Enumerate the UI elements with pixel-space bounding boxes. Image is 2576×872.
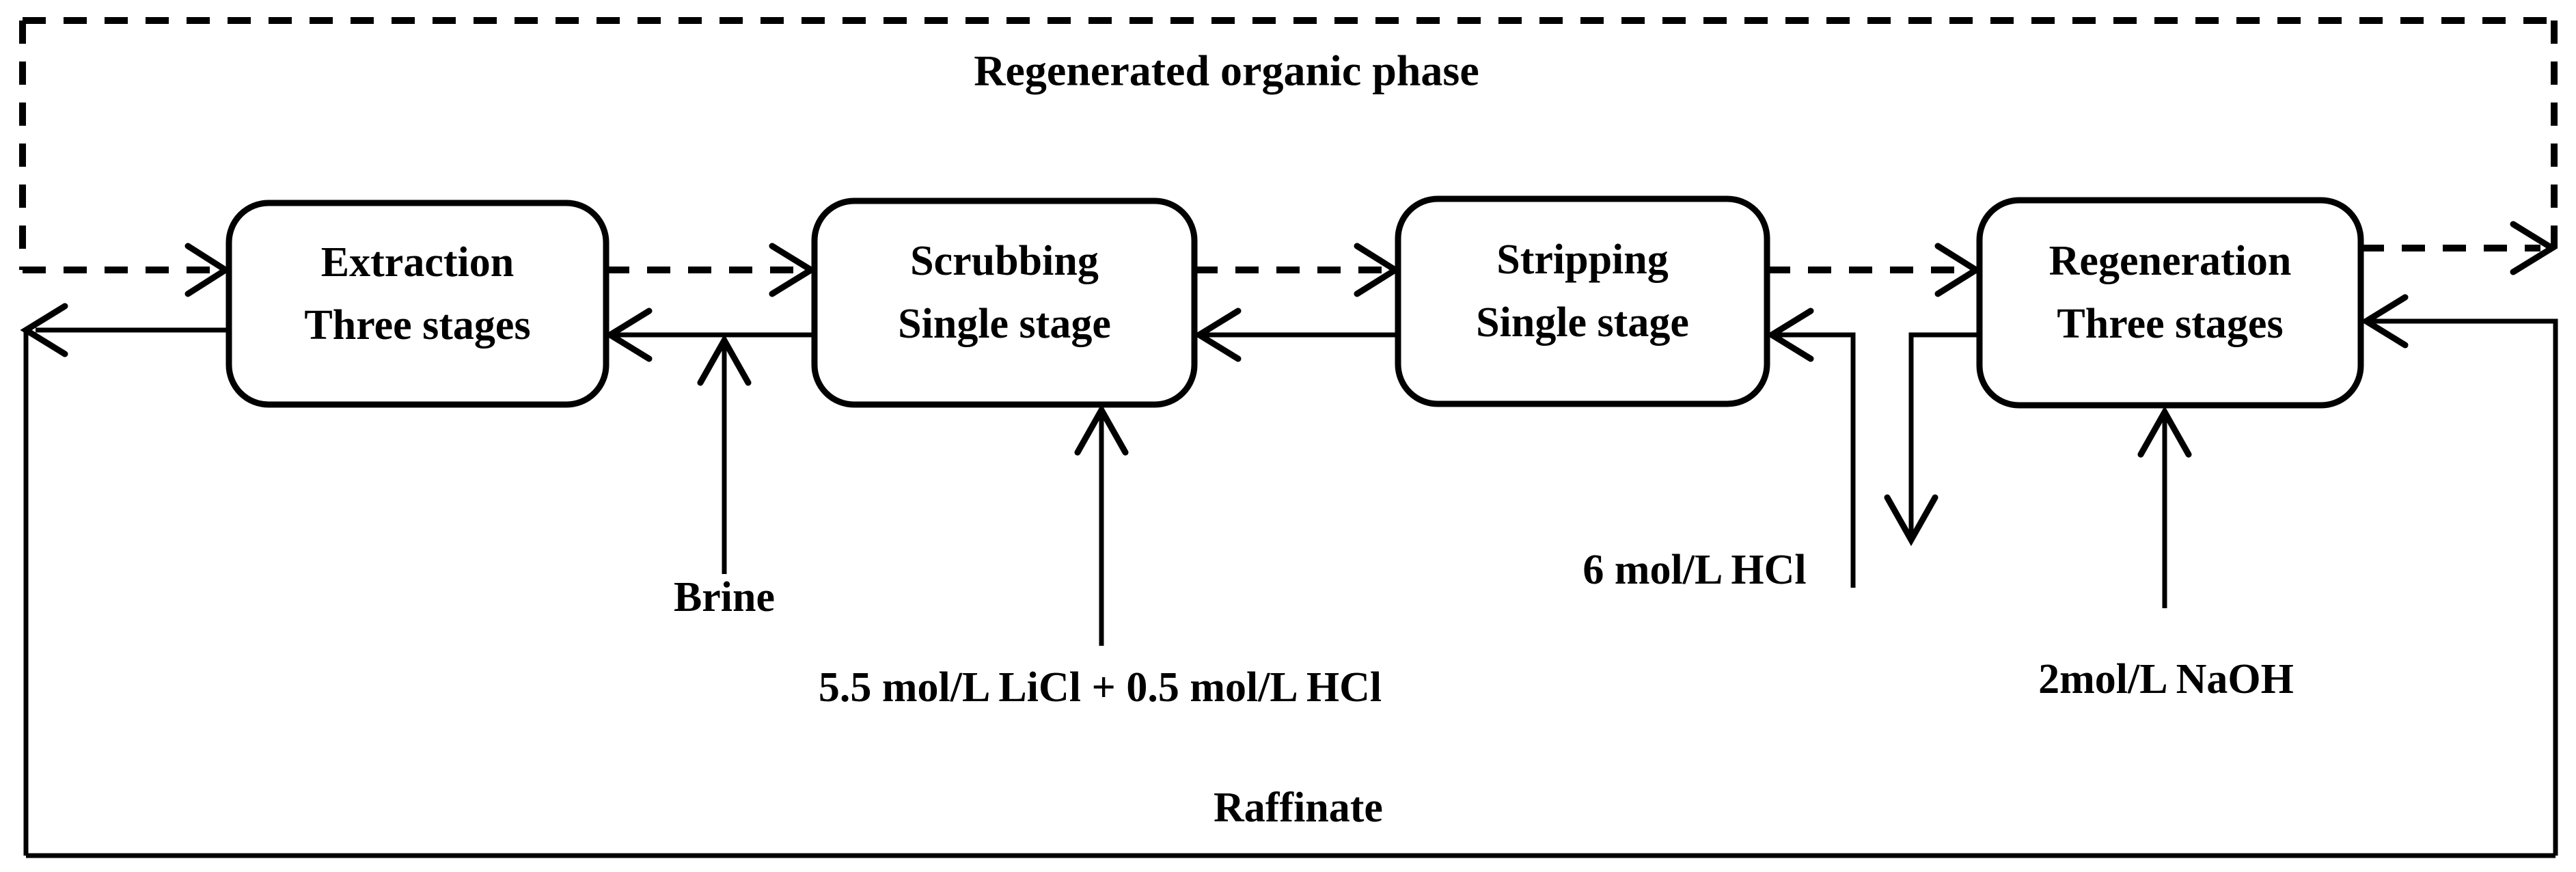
stream-labels: Brine 5.5 mol/L LiCl + 0.5 mol/L HCl 6 m… (674, 547, 2294, 831)
arrowhead-raffinate-into-regeneration-icon (2360, 294, 2409, 349)
aqueous-phase-lines (23, 318, 2558, 858)
arrowhead-stripping-to-scrubbing-icon (1193, 308, 1242, 362)
stripping-label-line2: Single stage (1476, 299, 1689, 346)
regeneration-label-line1: Regeneration (2049, 238, 2292, 284)
stream-label-raffinate: Raffinate (1214, 785, 1383, 831)
process-box-regeneration[interactable]: Regeneration Three stages (1976, 197, 2364, 409)
regeneration-label-line2: Three stages (2057, 301, 2283, 347)
process-box-scrubbing[interactable]: Scrubbing Single stage (811, 197, 1198, 408)
line-regeneration-outlet-down (1908, 332, 1979, 540)
arrowhead-into-loop-icon (2510, 221, 2558, 275)
process-box-extraction[interactable]: Extraction Three stages (225, 200, 609, 408)
line-hcl-feed-to-stripping (1777, 332, 1856, 588)
arrowhead-into-scrubbing-icon (769, 243, 817, 297)
arrowhead-licl-up-icon (1074, 403, 1129, 456)
stripping-box-shape[interactable] (1395, 195, 1770, 407)
stream-label-licl-hcl: 5.5 mol/L LiCl + 0.5 mol/L HCl (819, 664, 1382, 711)
process-box-stripping[interactable]: Stripping Single stage (1395, 195, 1770, 407)
arrowhead-into-extraction-icon (184, 243, 232, 297)
stream-label-hcl: 6 mol/L HCl (1582, 547, 1806, 593)
scrubbing-label-line2: Single stage (898, 301, 1111, 347)
arrowhead-raffinate-out-icon (20, 303, 68, 357)
arrowhead-scrubbing-to-extraction-icon (604, 308, 653, 362)
extraction-label-line1: Extraction (321, 239, 514, 286)
extraction-label-line2: Three stages (304, 302, 530, 349)
arrowhead-naoh-up-icon (2137, 405, 2192, 458)
arrowhead-into-regeneration-icon (1934, 243, 1982, 297)
stream-label-naoh: 2mol/L NaOH (2038, 656, 2294, 703)
arrowhead-regeneration-outlet-down-icon (1884, 494, 1938, 547)
arrowhead-brine-up-icon (697, 333, 752, 386)
arrowhead-hcl-into-stripping-icon (1766, 308, 1814, 362)
regeneration-box-shape[interactable] (1976, 197, 2364, 409)
line-raffinate-right-vertical-into-regeneration (2371, 318, 2558, 856)
stream-label-brine: Brine (674, 574, 775, 621)
organic-phase-transfer-arrows (606, 245, 2540, 273)
stripping-label-line1: Stripping (1496, 236, 1669, 283)
diagram-title: Regenerated organic phase (974, 46, 1479, 95)
extraction-box-shape[interactable] (225, 200, 609, 408)
solid-arrowheads (20, 294, 2409, 547)
process-unit-boxes: Extraction Three stages Scrubbing Single… (225, 195, 2364, 409)
organic-phase-recycle-loop (19, 17, 2558, 273)
scrubbing-label-line1: Scrubbing (910, 238, 1099, 284)
scrubbing-box-shape[interactable] (811, 197, 1198, 408)
